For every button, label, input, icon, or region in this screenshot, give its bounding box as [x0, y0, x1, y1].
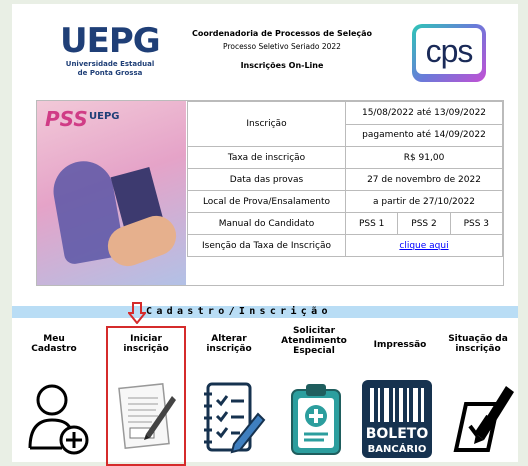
signing-document-icon[interactable] [116, 376, 180, 456]
cadastro-bar: Cadastro/Inscrição [12, 306, 518, 318]
header-line1: Coordenadoria de Processos de Seleção [191, 29, 373, 38]
atendimento-especial-label[interactable]: Solicitar Atendimento Especial [281, 326, 347, 356]
manual-label: Manual do Candidato [187, 212, 346, 235]
uepg-logo-sub2: de Ponta Grossa [77, 69, 143, 77]
isencao-link[interactable]: clique aqui [399, 240, 449, 251]
manual-pss2-link[interactable]: PSS 2 [397, 212, 451, 235]
alterar-inscricao-label[interactable]: Alterar inscrição [206, 334, 252, 354]
manual-pss1-link[interactable]: PSS 1 [344, 212, 399, 235]
uepg-logo[interactable]: UEPG Universidade Estadual de Ponta Gros… [60, 21, 161, 94]
situacao-inscricao-label[interactable]: Situação da inscrição [448, 334, 508, 354]
pagamento-date: pagamento até 14/09/2022 [345, 123, 503, 147]
page: UEPG Universidade Estadual de Ponta Gros… [12, 4, 518, 466]
medical-clipboard-icon[interactable] [284, 378, 348, 458]
boleto-bottom-text: BANCÁRIO [368, 442, 427, 455]
checkbox-pen-icon[interactable] [446, 378, 516, 458]
provas-value: 27 de novembro de 2022 [345, 168, 503, 191]
inscricao-label: Inscrição [187, 101, 346, 147]
arrow-down-icon [128, 302, 146, 324]
isencao-label: Isenção da Taxa de Inscrição [187, 234, 346, 257]
provas-label: Data das provas [187, 168, 346, 191]
iniciar-inscricao-label[interactable]: Iniciar inscrição [123, 334, 169, 354]
local-label: Local de Prova/Ensalamento [187, 190, 346, 213]
impressao-label[interactable]: Impressão [373, 340, 427, 350]
local-value: a partir de 27/10/2022 [345, 190, 503, 213]
cadastro-bar-title: Cadastro/Inscrição [146, 306, 332, 317]
poster-uepg-text: UEPG [89, 111, 120, 122]
inscricao-period: 15/08/2022 até 13/09/2022 [345, 101, 503, 125]
boleto-top-text: BOLETO [366, 426, 429, 442]
checklist-edit-icon[interactable] [200, 378, 266, 458]
taxa-label: Taxa de inscrição [187, 146, 346, 169]
cps-logo-text: cps [416, 28, 482, 74]
header-line3: Inscrições On-Line [240, 61, 324, 70]
pss-poster-image: PSS UEPG [37, 101, 186, 285]
user-add-icon[interactable] [26, 378, 90, 456]
meu-cadastro-label[interactable]: Meu Cadastro [31, 334, 77, 354]
header-line2: Processo Seletivo Seriado 2022 [223, 42, 341, 51]
uepg-logo-sub1: Universidade Estadual [65, 60, 155, 68]
boleto-icon[interactable]: BOLETO BANCÁRIO [360, 378, 434, 460]
uepg-logo-word: UEPG [60, 21, 161, 61]
cps-logo[interactable]: cps [412, 24, 486, 82]
header-title: Coordenadoria de Processos de Seleção Pr… [182, 28, 382, 74]
info-panel: PSS UEPG Inscrição 15/08/2022 até 13/09/… [36, 100, 504, 286]
info-table: Inscrição 15/08/2022 até 13/09/2022 paga… [187, 101, 504, 257]
taxa-value: R$ 91,00 [345, 146, 503, 169]
manual-pss3-link[interactable]: PSS 3 [449, 212, 504, 235]
poster-pss-text: PSS [45, 107, 88, 131]
